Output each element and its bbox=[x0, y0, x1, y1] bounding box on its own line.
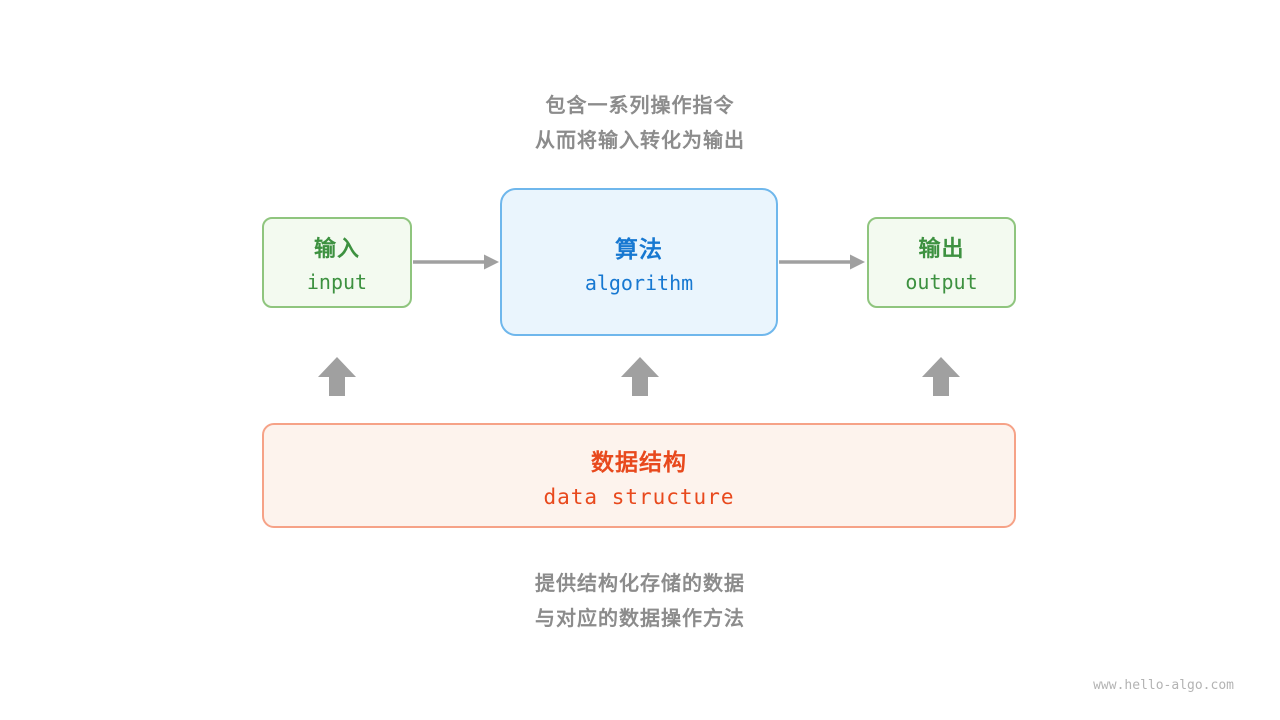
algorithm-caption: 包含一系列操作指令 从而将输入转化为输出 bbox=[0, 88, 1280, 158]
data-structure-node: 数据结构 data structure bbox=[262, 423, 1016, 528]
output-node-subtitle: output bbox=[905, 270, 978, 294]
input-node-subtitle: input bbox=[306, 270, 368, 294]
up-arrow-to-output-icon bbox=[922, 357, 960, 396]
up-arrow-to-algorithm-icon bbox=[621, 357, 659, 396]
input-node-title: 输入 bbox=[313, 237, 360, 262]
data-structure-node-title: 数据结构 bbox=[591, 449, 687, 476]
algorithm-node: 算法 algorithm bbox=[500, 188, 778, 336]
algorithm-caption-line-1: 包含一系列操作指令 bbox=[545, 93, 735, 117]
site-watermark: www.hello-algo.com bbox=[1093, 678, 1234, 693]
data-structure-caption-line-2: 与对应的数据操作方法 bbox=[535, 606, 745, 630]
data-structure-caption-line-1: 提供结构化存储的数据 bbox=[535, 571, 745, 595]
data-structure-caption: 提供结构化存储的数据 与对应的数据操作方法 bbox=[0, 566, 1280, 636]
output-node: 输出 output bbox=[867, 217, 1016, 308]
input-to-algorithm-arrow-icon bbox=[413, 254, 499, 270]
algorithm-node-title: 算法 bbox=[615, 236, 663, 263]
up-arrow-to-input-icon bbox=[318, 357, 356, 396]
algorithm-caption-line-2: 从而将输入转化为输出 bbox=[535, 128, 745, 152]
output-node-title: 输出 bbox=[918, 237, 965, 262]
algorithm-node-subtitle: algorithm bbox=[584, 270, 694, 295]
data-structure-node-subtitle: data structure bbox=[543, 484, 735, 509]
algorithm-to-output-arrow-icon bbox=[779, 254, 865, 270]
input-node: 输入 input bbox=[262, 217, 412, 308]
